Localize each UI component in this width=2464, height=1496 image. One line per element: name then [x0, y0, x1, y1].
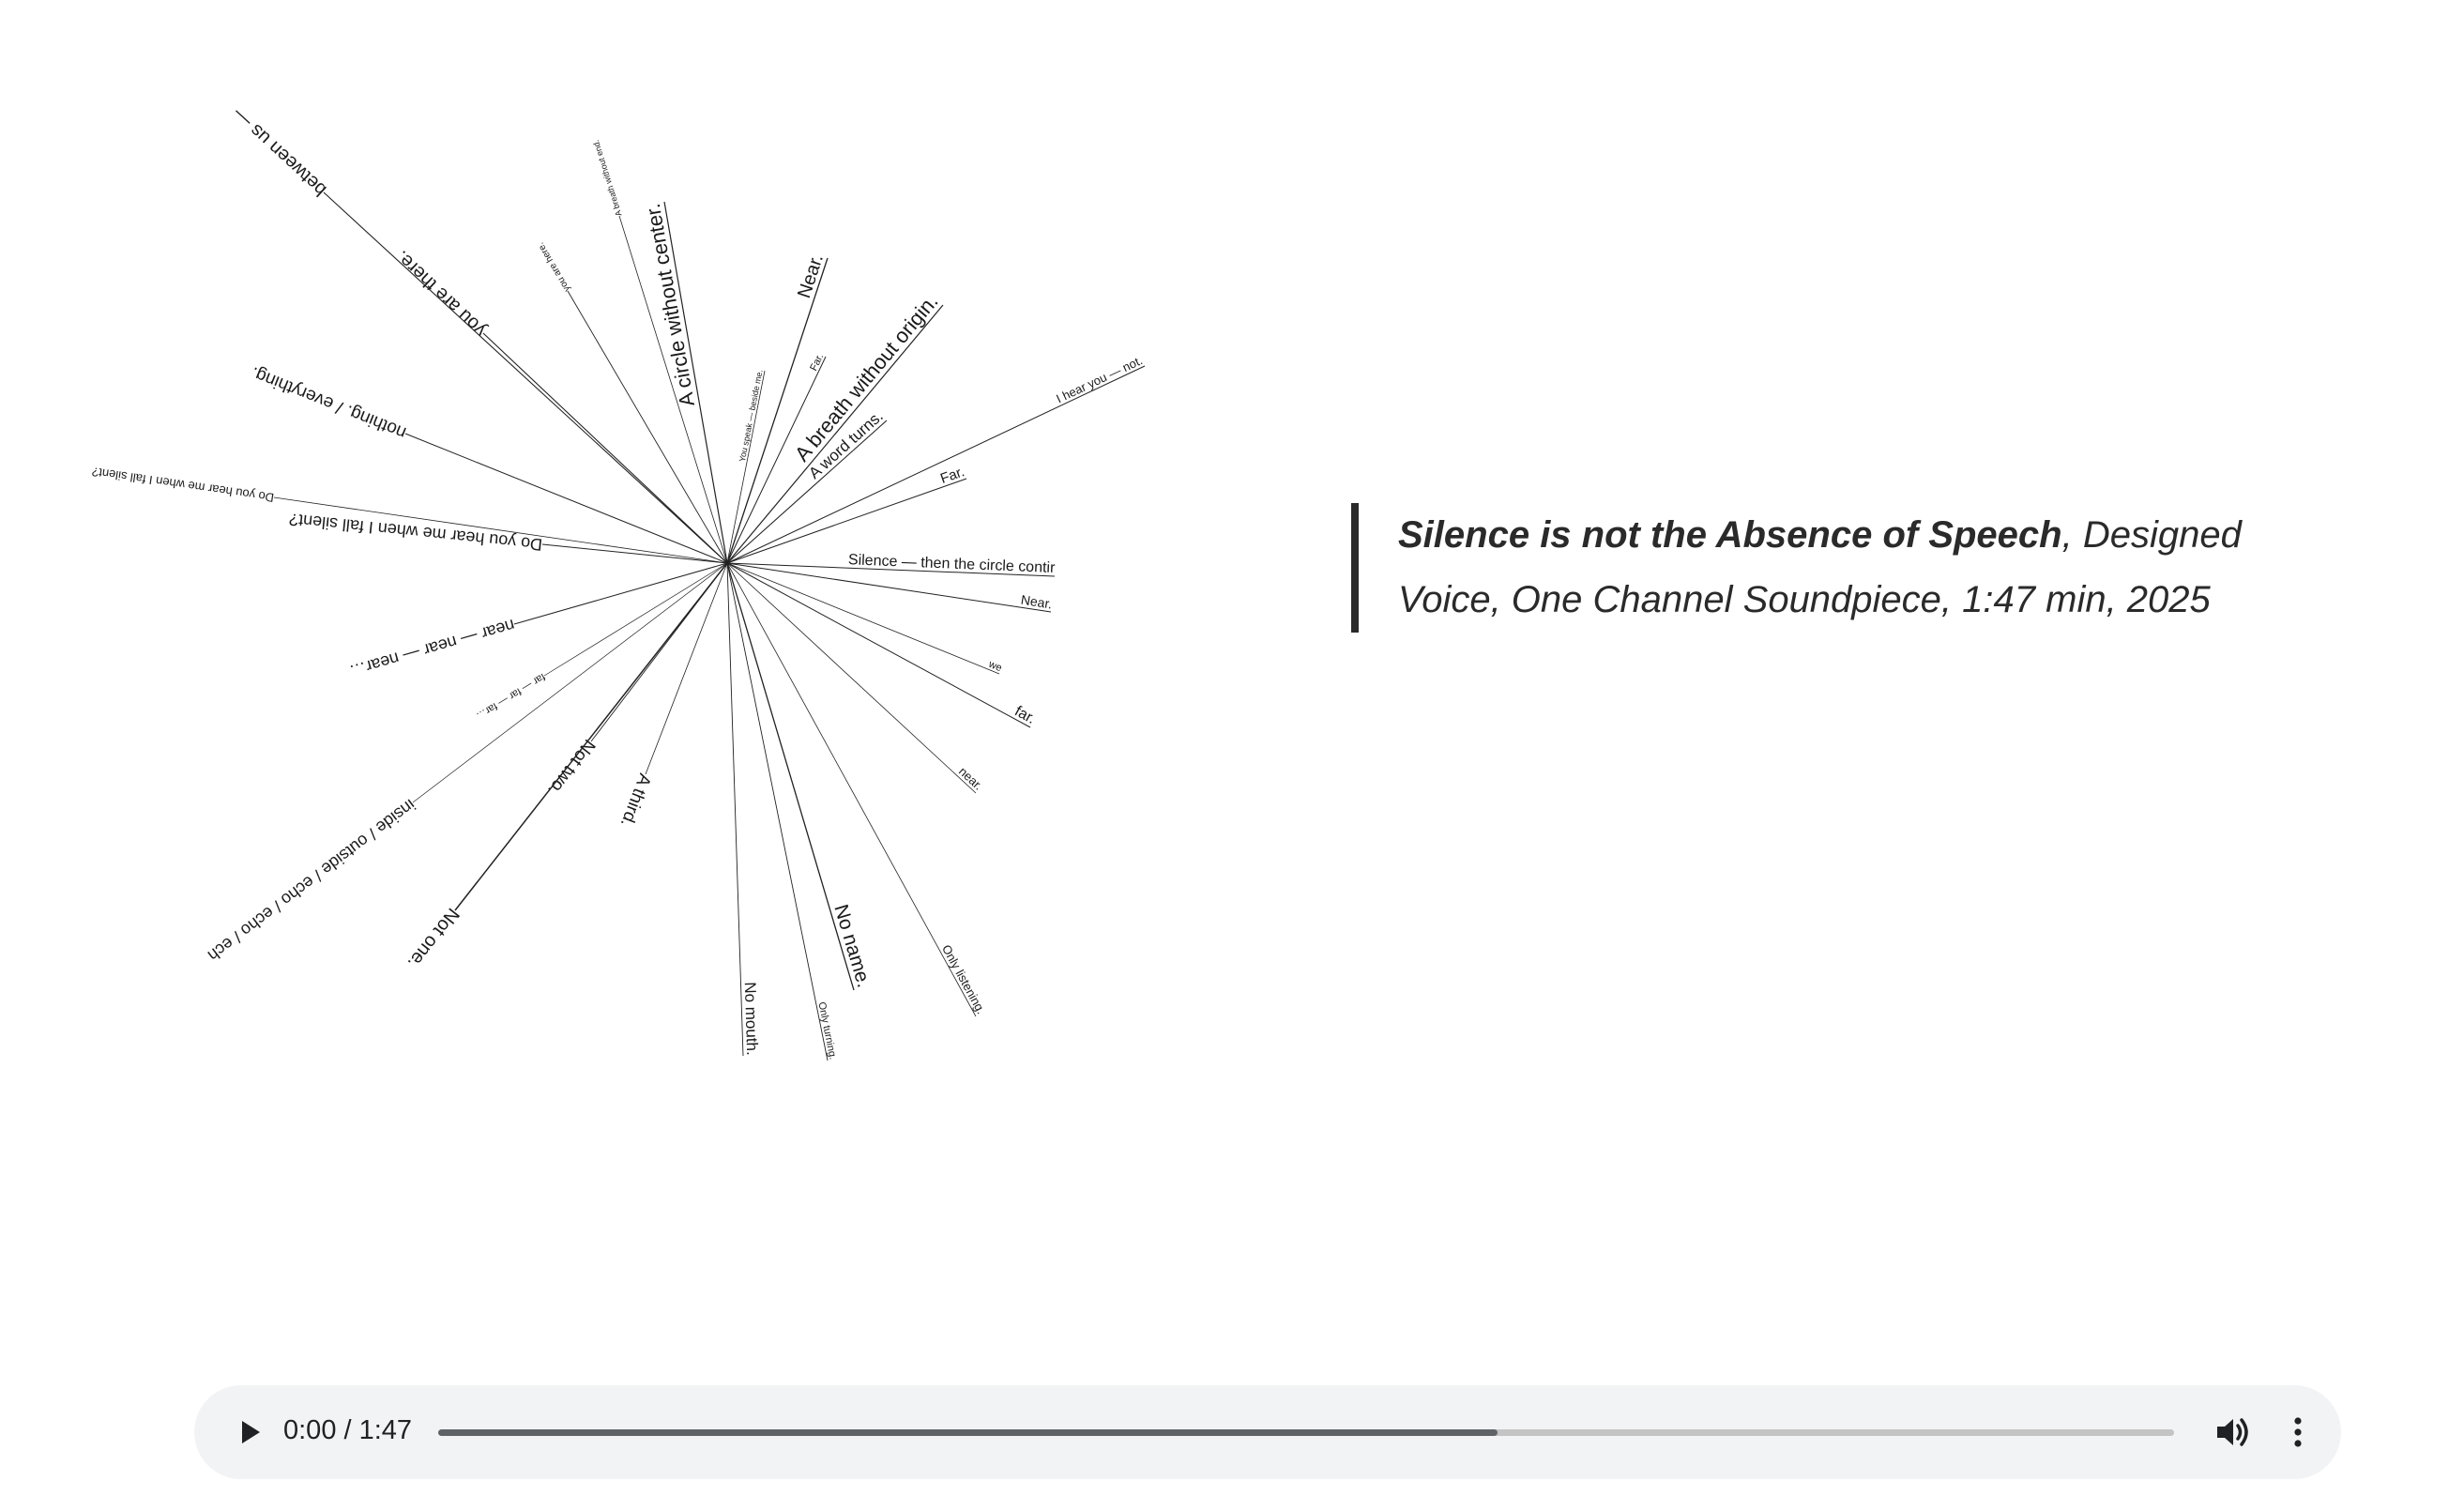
- poem-ray: [726, 562, 829, 1061]
- poem-ray: [541, 543, 728, 564]
- volume-icon: [2217, 1418, 2248, 1446]
- poem-ray: [404, 433, 728, 564]
- radial-poem: A circle without center.A breath without…: [91, 103, 1146, 1061]
- poem-line-text: You speak — beside me.: [738, 369, 765, 463]
- poem-ray: [726, 562, 1052, 613]
- poem-line-text: you are there.: [392, 246, 491, 341]
- poem-ray: [645, 562, 728, 775]
- poem-line-text: No mouth.: [741, 982, 762, 1056]
- poem-ray: [543, 562, 728, 677]
- poem-ray: [726, 257, 829, 564]
- poem-line-text: Near.: [794, 252, 828, 300]
- more-options-button[interactable]: [2277, 1412, 2319, 1453]
- time-display: 0:00 / 1:47: [283, 1415, 413, 1445]
- poem-line-text: Near.: [1020, 592, 1053, 612]
- poem-ray: [663, 201, 728, 564]
- poem-line-text: far.: [1011, 703, 1038, 727]
- poem-ray: [618, 215, 728, 564]
- poem-line-text: Only turning.: [815, 1001, 838, 1061]
- poem-line-text: Do you hear me when I fall silent?: [288, 510, 543, 554]
- poem-line-text: near — near — near…: [347, 616, 517, 680]
- poem-ray: [726, 420, 888, 564]
- poem-line-text: Silence — then the circle contir: [848, 552, 1057, 576]
- poem-ray: [726, 370, 766, 564]
- poem-ray: [273, 496, 728, 564]
- poem-ray: [726, 562, 855, 991]
- work-title: Silence is not the Absence of Speech: [1398, 514, 2062, 556]
- poem-ray: [454, 562, 728, 911]
- poem-ray: [567, 290, 728, 564]
- poem-line-text: Far.: [938, 464, 966, 487]
- work-caption: Silence is not the Absence of Speech, De…: [1351, 503, 2336, 633]
- play-button[interactable]: [226, 1410, 271, 1455]
- poem-line-text: far — far — far…: [474, 671, 547, 722]
- volume-button[interactable]: [2212, 1412, 2253, 1453]
- poem-ray: [726, 304, 944, 564]
- poem-ray: [726, 365, 1146, 564]
- poem-ray: [726, 562, 977, 1017]
- poem-line-text: Far.: [808, 352, 826, 373]
- poem-line-text: I hear you — not.: [1054, 353, 1145, 405]
- poem-line-text: between us —: [228, 103, 330, 200]
- poem-ray: [513, 562, 728, 625]
- poem-ray: [726, 562, 977, 794]
- poem-line-text: inside / outside / echo / echo / ech: [205, 796, 419, 966]
- more-options-icon: [2294, 1417, 2302, 1447]
- poem-ray: [726, 562, 1056, 577]
- poem-line-text: No name.: [829, 902, 875, 990]
- work-details: , Designed Voice, One Channel Soundpiece…: [1398, 514, 2242, 620]
- poem-line-text: we: [986, 658, 1003, 674]
- poem-ray: [726, 562, 744, 1057]
- play-icon: [242, 1421, 260, 1443]
- poem-ray: [482, 332, 728, 564]
- poem-ray: [412, 562, 728, 803]
- poem-line-text: A third.: [616, 771, 655, 830]
- poem-ray: [323, 191, 728, 564]
- poem-line-text: nothing. / everything.: [249, 362, 409, 442]
- poem-ray: [726, 562, 1031, 728]
- poem-line-text: A breath without end.: [591, 139, 624, 218]
- poem-line-text: Not one.: [403, 904, 464, 972]
- poem-line-text: Not two.: [543, 736, 599, 800]
- poem-ray: [726, 562, 1000, 675]
- audio-player: 0:00 / 1:47: [194, 1385, 2341, 1479]
- seek-progress: [438, 1429, 1498, 1436]
- poem-ray: [726, 478, 967, 564]
- poem-line-text: you are here.: [536, 240, 572, 293]
- poem-line-text: Only listening.: [939, 942, 988, 1016]
- poem-line-text: A breath without origin.: [790, 290, 943, 466]
- poem-line-text: Do you hear me when I fall silent?: [91, 465, 275, 505]
- seek-bar[interactable]: [438, 1425, 2174, 1440]
- poem-ray: [726, 356, 827, 564]
